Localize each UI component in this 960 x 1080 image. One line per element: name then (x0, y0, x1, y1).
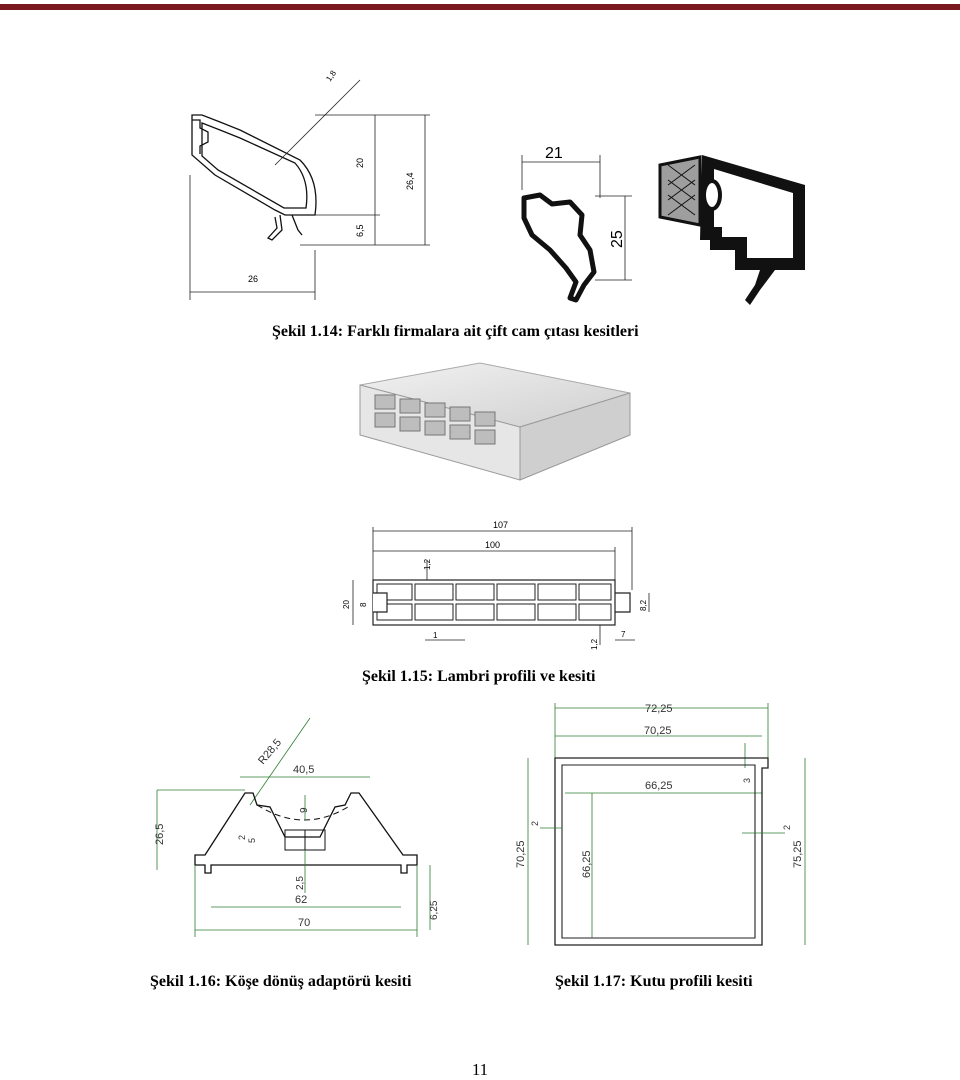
figure-1-14-left-profile: 1,8 20 26,4 6,5 26 (189, 68, 430, 300)
header-rule (0, 4, 960, 10)
dim-label-width: 70 (298, 917, 310, 929)
dim-label-wall-right: 2 (782, 825, 792, 830)
dim-label-radius: R28,5 (256, 737, 284, 767)
dim-label-top-width: 40,5 (293, 764, 314, 776)
dim-label-tongue-8-2: 8,2 (639, 599, 648, 611)
dim-label-wall-1-2: 1,2 (423, 558, 432, 570)
dim-label-depth: 9 (299, 807, 310, 813)
dim-label-groove-8: 8 (359, 602, 368, 607)
dim-label-width-26: 26 (248, 274, 258, 284)
dim-label-outer-width: 72,25 (645, 703, 673, 715)
caption-figure-1-17: Şekil 1.17: Kutu profili kesiti (555, 973, 753, 990)
dim-label-base: 2,5 (295, 876, 306, 890)
dim-label-height-26-4: 26,4 (405, 172, 415, 190)
figure-1-17-box-profile: 72,25 70,25 3 66,25 2 2 66,25 70,25 75,2… (515, 703, 806, 946)
dim-label-height-20: 20 (355, 158, 365, 168)
figure-1-15-lambri-render (359, 362, 631, 481)
dim-label-overall-107: 107 (493, 520, 508, 530)
dim-line-thickness (274, 79, 361, 166)
dim-label-height-25: 25 (609, 230, 626, 248)
dim-label-inner-width: 62 (295, 894, 307, 906)
dim-label-inner-height: 70,25 (515, 840, 527, 868)
dim-label-inner-width: 70,25 (644, 725, 672, 737)
dim-label-cavity-width: 66,25 (645, 780, 673, 792)
caption-figure-1-14: Şekil 1.14: Farklı firmalara ait çift ca… (272, 323, 639, 340)
caption-figure-1-16: Şekil 1.16: Köşe dönüş adaptörü kesiti (150, 973, 412, 990)
dim-label-inner-100: 100 (485, 540, 500, 550)
dim-label-height-20: 20 (342, 600, 351, 609)
dim-label-foot: 6,25 (429, 900, 440, 920)
figure-1-15-lambri-section: 107 100 1,2 20 8 8,2 1 1,2 7 (342, 520, 650, 650)
dim-label-wall-bottom-1-2: 1,2 (590, 638, 599, 650)
page-number: 11 (471, 1060, 489, 1079)
dim-label-wall-left: 2 (530, 821, 540, 826)
dim-label-wall-b: 5 (247, 838, 257, 843)
figure-1-14-middle-profile: 21 25 (521, 145, 632, 303)
dim-label-tongue-len-7: 7 (621, 630, 626, 639)
dim-label-cavity-height: 66,25 (581, 850, 593, 878)
caption-figure-1-15: Şekil 1.15: Lambri profili ve kesiti (362, 668, 596, 685)
dim-label-wall-a: 2 (237, 835, 247, 840)
dim-label-outer-height: 75,25 (792, 840, 804, 868)
figure-1-16-corner-adapter: R28,5 40,5 26,5 9 2 5 2,5 62 70 6,25 (154, 717, 440, 937)
dim-label-lower-6-5: 6,5 (355, 224, 365, 237)
dim-label-height: 26,5 (154, 824, 166, 845)
dim-label-rib-1: 1 (433, 631, 438, 640)
dim-label-thickness: 1,8 (324, 68, 338, 83)
figure-1-14-right-profile (658, 155, 805, 305)
dim-label-width-21: 21 (545, 145, 563, 162)
dim-label-lip: 3 (742, 778, 752, 783)
